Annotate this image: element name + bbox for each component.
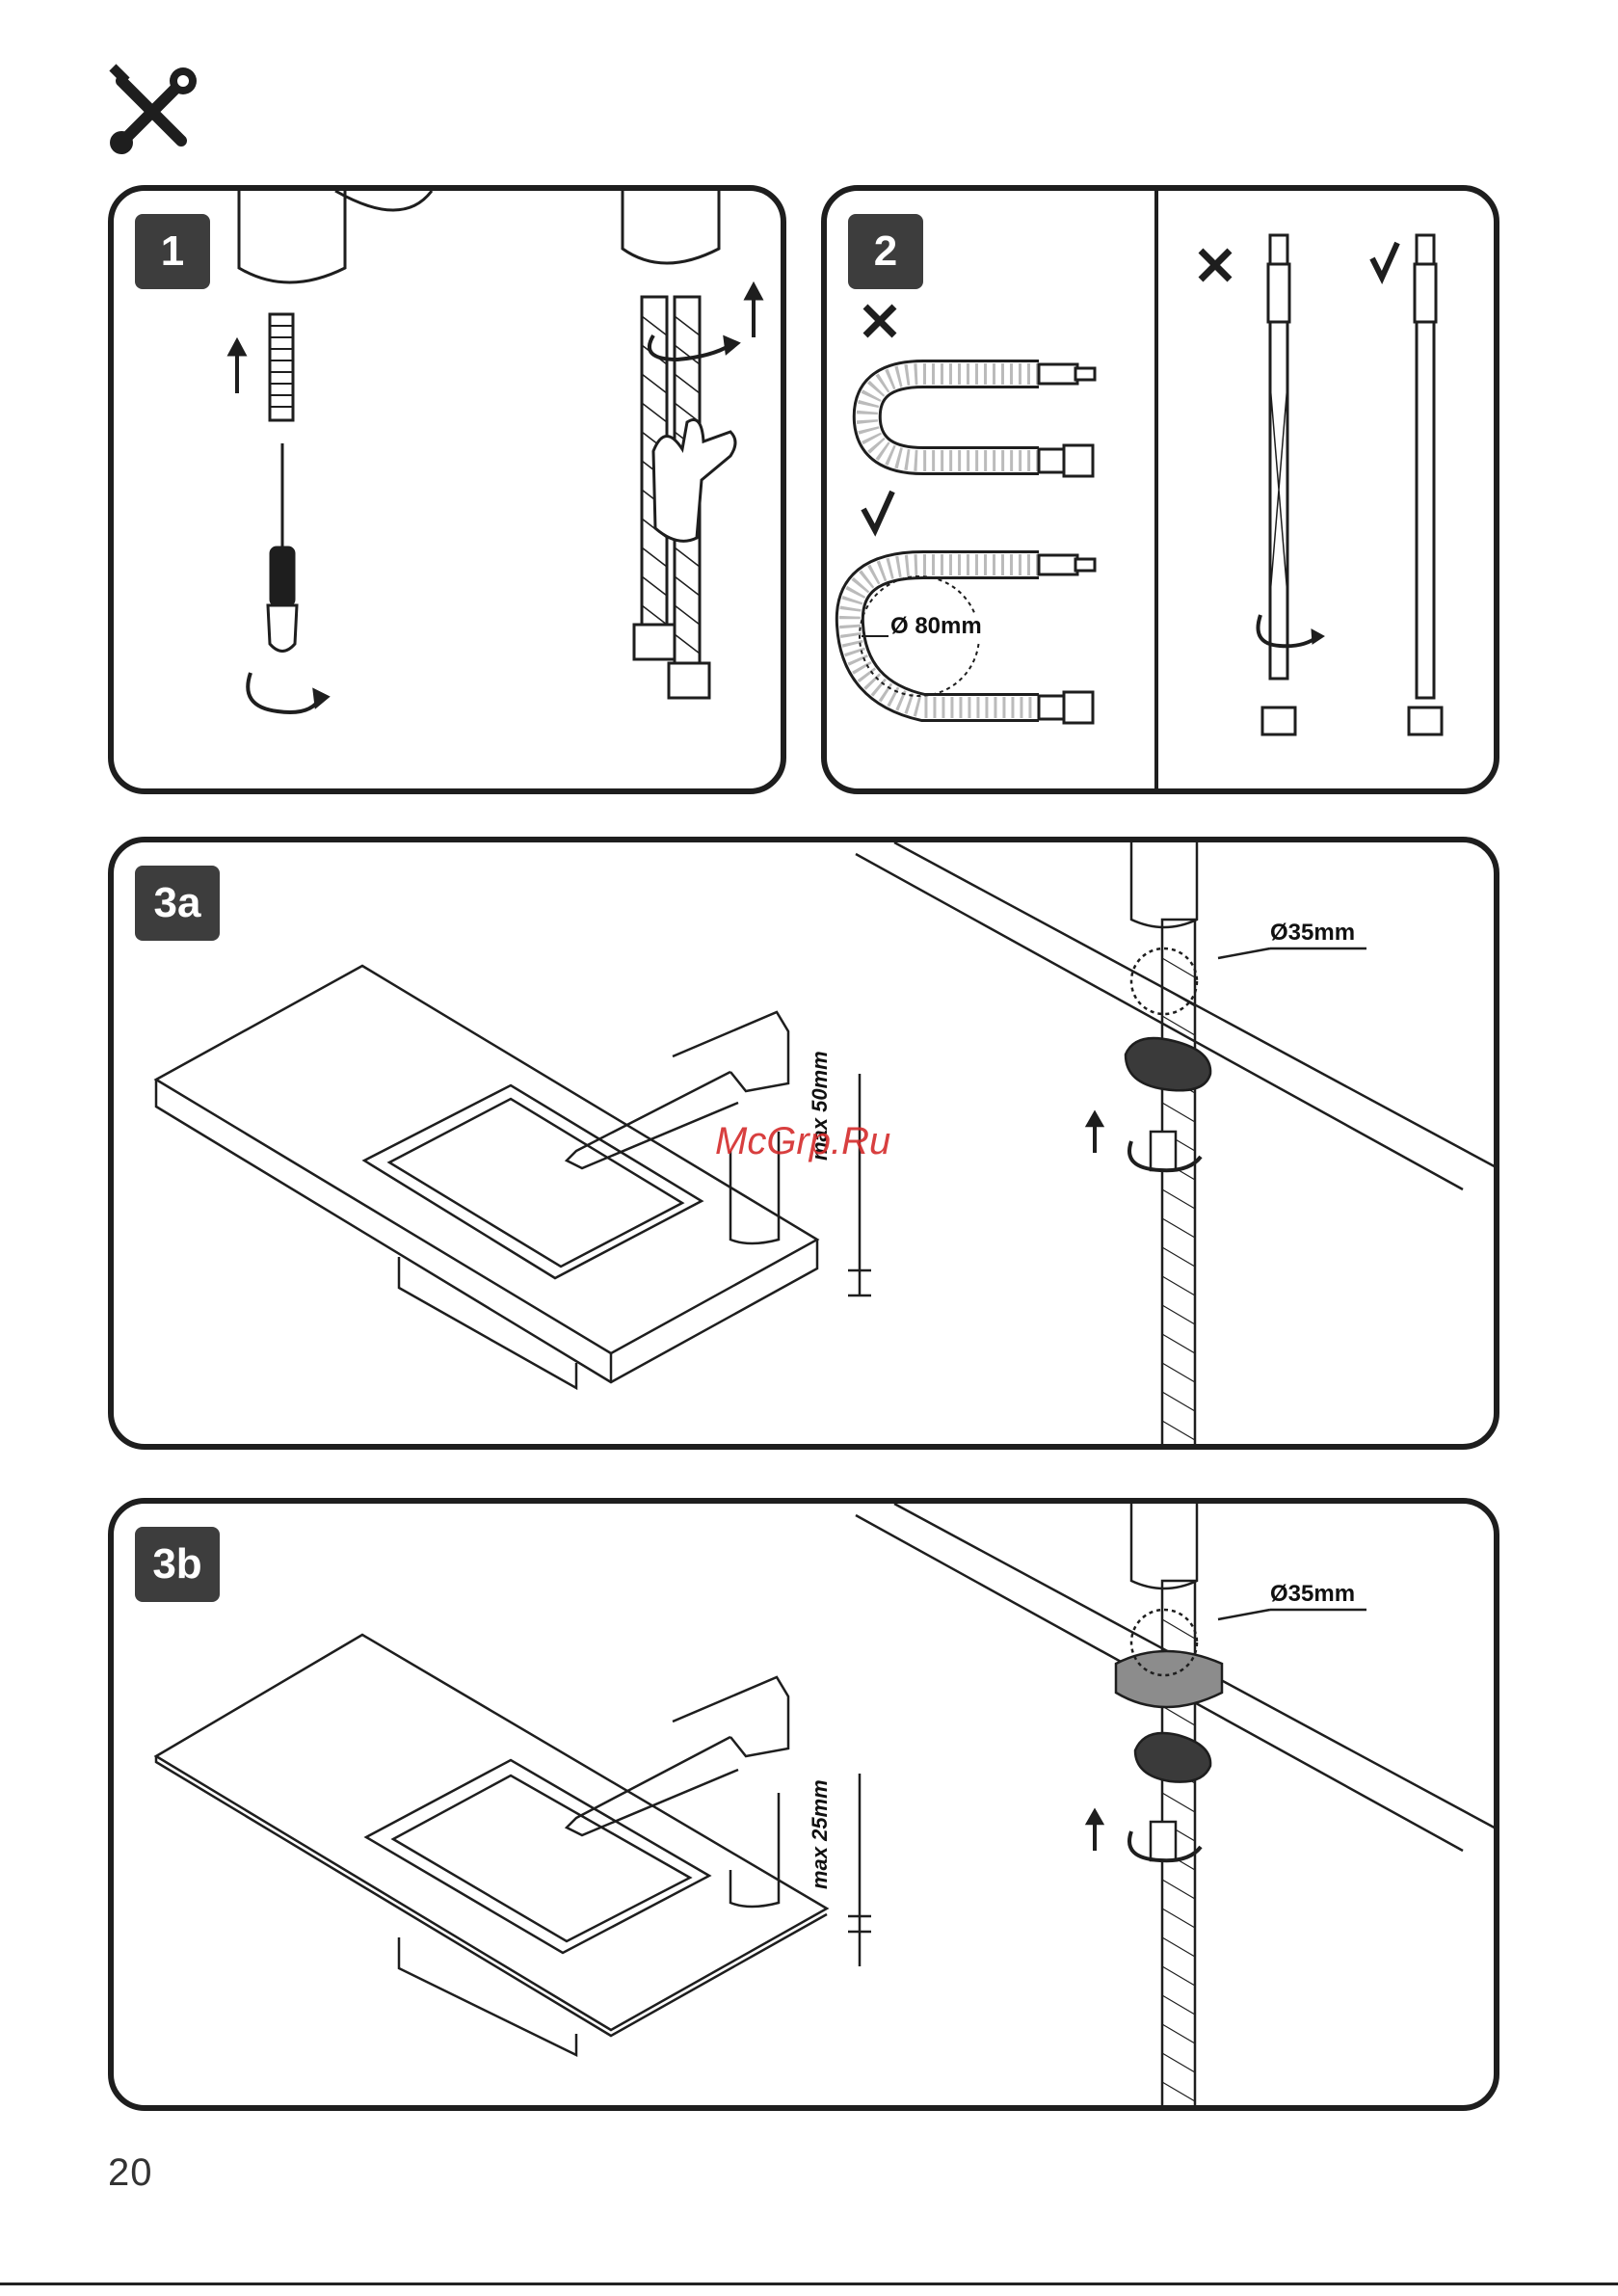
max-thickness-label: max 25mm [808, 1779, 833, 1889]
step-1-panel: 1 [108, 185, 786, 794]
tools-icon [104, 64, 200, 160]
check-mark-icon [863, 492, 892, 530]
page-number: 20 [108, 2151, 153, 2195]
step-3b-panel: 3b [108, 1498, 1499, 2111]
mount-hole-diameter-label: Ø35mm [1270, 1581, 1355, 1608]
mount-hole-diameter-label: Ø35mm [1270, 920, 1355, 947]
bend-diameter-label: Ø 80mm [889, 613, 984, 640]
step-2-panel: 2 [821, 185, 1499, 794]
wrong-mark-icon [1201, 251, 1230, 280]
watermark: McGrp.Ru [715, 1120, 890, 1163]
wrong-mark-icon [865, 307, 894, 335]
bottom-rule [0, 2283, 1618, 2285]
check-mark-icon [1372, 243, 1397, 278]
step-2-illustration [827, 191, 1499, 794]
step-1-illustration [114, 191, 786, 794]
